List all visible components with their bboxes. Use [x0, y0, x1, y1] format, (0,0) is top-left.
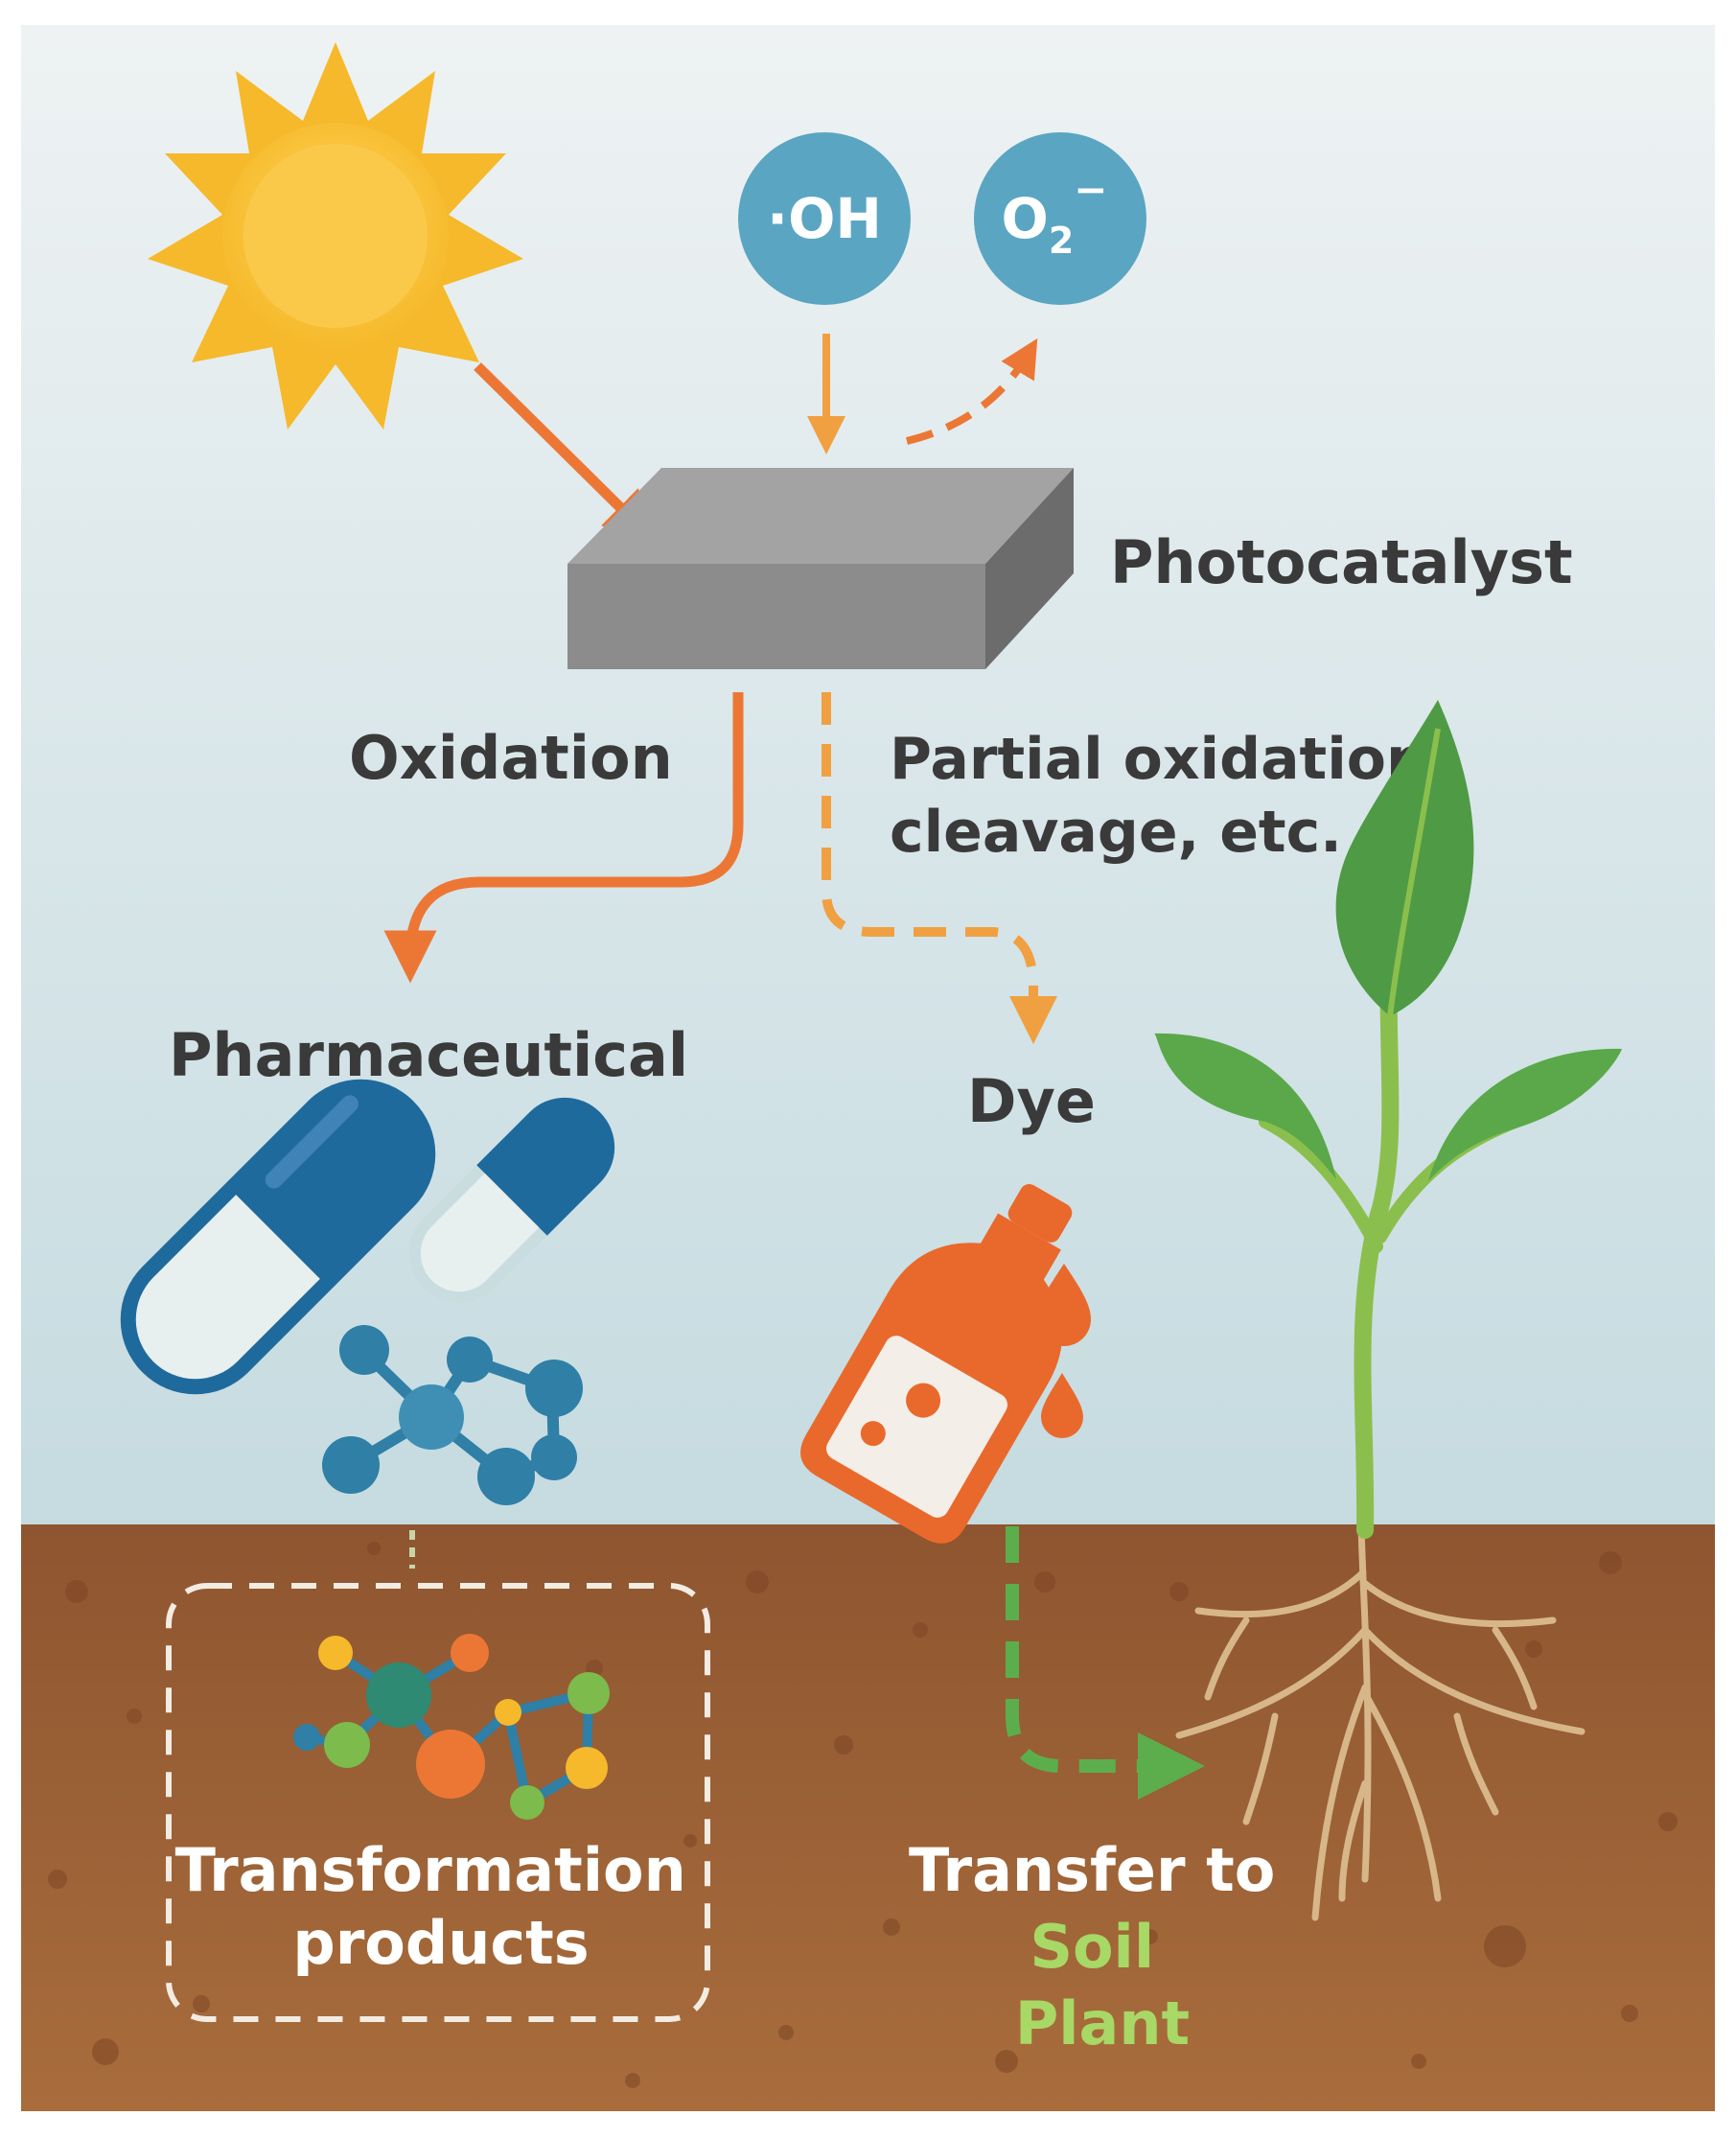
superoxide-radical-badge: O2−: [974, 132, 1146, 305]
transfer-soil: Soil: [1030, 1912, 1154, 1982]
partial-oxidation-line-2: cleavage, etc.: [890, 799, 1342, 866]
superoxide-superscript: −: [1074, 166, 1107, 213]
small-capsule-icon: [408, 1097, 615, 1304]
soil-speckles: [48, 1542, 1678, 2088]
superoxide-radical-label: O2−: [1002, 166, 1108, 262]
superoxide-base: O: [1002, 186, 1049, 251]
pharmaceutical-label: Pharmaceutical: [169, 1020, 688, 1090]
hydroxyl-radical-badge: ·OH: [738, 132, 911, 305]
dye-bottle-icon: [800, 1184, 1073, 1544]
plant-branch-left: [1259, 1115, 1383, 1253]
plant-icon: [1154, 700, 1622, 1921]
transformation-products-label: Transformation products: [175, 1835, 707, 1978]
partial-oxidation-label: Partial oxidation, cleavage, etc.: [890, 726, 1469, 866]
dye-label: Dye: [967, 1066, 1096, 1136]
partial-oxidation-arrow: [822, 692, 1057, 1044]
leaf-top: [1335, 700, 1474, 1016]
transfer-plant: Plant: [1015, 1988, 1190, 2058]
leaf-left: [1154, 1033, 1336, 1179]
hydroxyl-radical-label: ·OH: [767, 186, 882, 251]
superoxide-subscript: 2: [1049, 220, 1074, 262]
sun-icon: [148, 42, 523, 430]
transfer-arrow: [1006, 1526, 1205, 1800]
transformation-molecule-icon: [293, 1634, 610, 1820]
transformation-products-box: [166, 1583, 710, 2022]
transformation-line-2: products: [292, 1908, 589, 1978]
soil-background: [21, 1524, 1715, 2111]
leaf-top-vein: [1387, 728, 1441, 1017]
transformation-line-1: Transformation: [175, 1835, 686, 1905]
transfer-label: Transfer to Soil Plant: [909, 1835, 1296, 2058]
transfer-line-1: Transfer to: [909, 1835, 1275, 1905]
photocatalyst-label: Photocatalyst: [1110, 527, 1573, 597]
photocatalyst-block: [567, 468, 1074, 669]
pharmaceutical-molecule-icon: [322, 1325, 583, 1505]
oxidation-arrow: [383, 692, 744, 984]
catalyst-to-superoxide-arrow: [906, 337, 1038, 445]
partial-oxidation-line-1: Partial oxidation,: [890, 726, 1449, 793]
oxidation-label: Oxidation: [349, 723, 673, 793]
leaf-right: [1428, 1048, 1622, 1181]
plant-roots: [1175, 1521, 1586, 1921]
plant-stem: [1354, 912, 1400, 1539]
dye-drops-icon: [1037, 1264, 1091, 1438]
large-capsule-icon: [120, 1079, 436, 1395]
sunlight-arrow: [474, 362, 658, 545]
